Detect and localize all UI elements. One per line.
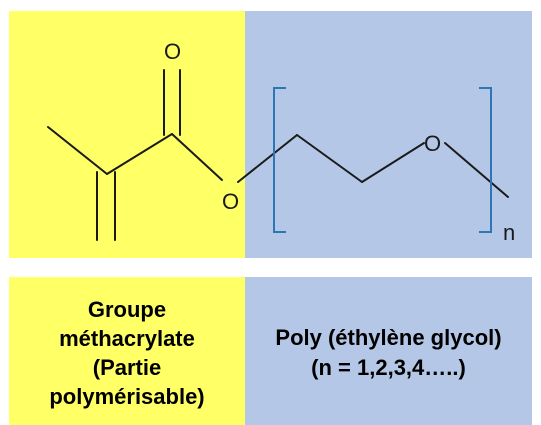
peg-panel: [245, 11, 532, 258]
left-bracket: [273, 87, 286, 233]
peg-label-panel: [245, 277, 532, 425]
peg-label-line: (n = 1,2,3,4…..): [311, 354, 466, 380]
methacrylate-label-line: méthacrylate: [59, 325, 195, 351]
o-chain-bond: [444, 142, 509, 198]
methacrylate-label-line: (Partie: [92, 354, 162, 380]
carbonyl-oxygen-label: O: [164, 39, 181, 64]
ether-oxygen-label: O: [424, 131, 441, 156]
o-ch2-bond: [237, 134, 298, 183]
methyl-bond: [47, 126, 108, 175]
repeat-subscript: n: [503, 220, 515, 245]
ch2-ch2-bond: [296, 134, 363, 183]
methacrylate-label-panel: [9, 277, 245, 425]
ester-oxygen-label: O: [222, 189, 239, 214]
methacrylate-panel: [9, 11, 245, 258]
peg-label: Poly (éthylène glycol) (n = 1,2,3,4…..): [245, 280, 532, 425]
ch2-o-bond: [361, 142, 425, 183]
methacrylate-group-label: Groupe méthacrylate (Partie polymérisabl…: [9, 280, 245, 425]
alpha-carbonyl-bond: [106, 133, 173, 175]
ester-bond: [171, 133, 223, 181]
peg-label-line: Poly (éthylène glycol): [275, 324, 502, 350]
structural-formula: O O O n: [47, 39, 515, 245]
right-bracket: [479, 87, 492, 233]
methacrylate-label-line: polymérisable): [49, 383, 205, 409]
methacrylate-label-line: Groupe: [87, 296, 167, 322]
